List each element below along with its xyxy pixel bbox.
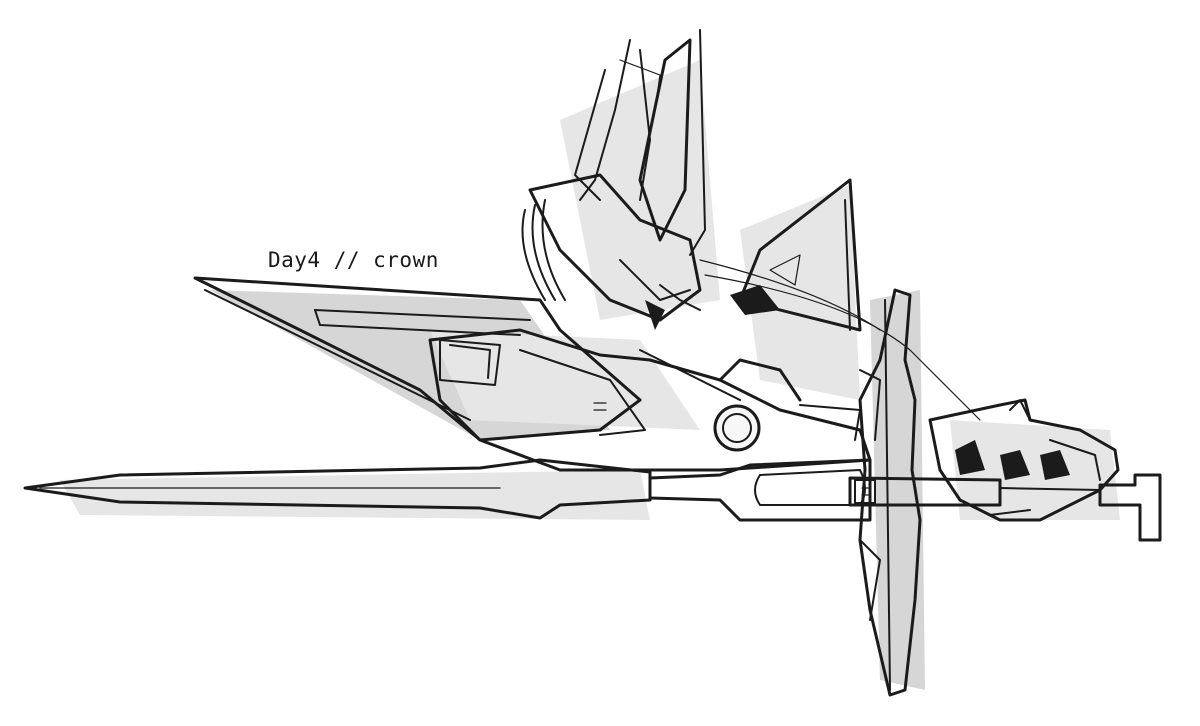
sword [23, 458, 1162, 542]
torso-body [428, 328, 872, 472]
crossguard [858, 288, 922, 697]
left-wing-blade [193, 276, 642, 442]
sketch-caption: Day4 // crown [268, 248, 439, 272]
marker-shading [60, 60, 1120, 690]
head-assembly [521, 173, 981, 421]
gauntlet-hand [928, 398, 1120, 522]
